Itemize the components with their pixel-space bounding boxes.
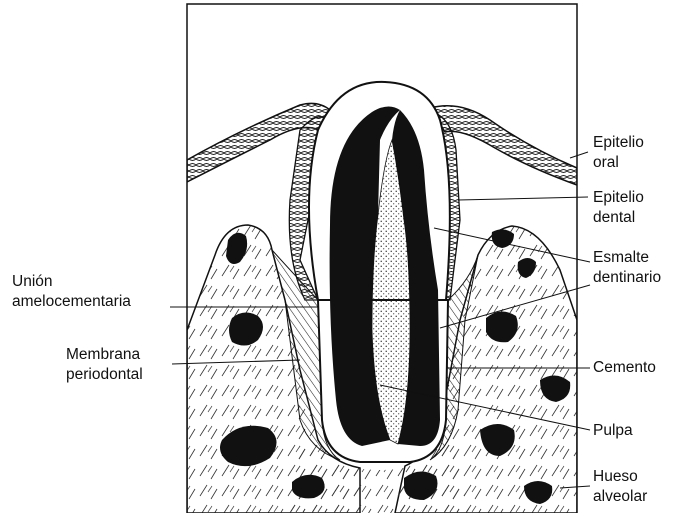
label-line: alveolar <box>593 487 647 507</box>
label-line: Hueso <box>593 467 647 487</box>
leader-epitelio-oral <box>570 152 588 158</box>
label-line: oral <box>593 153 644 173</box>
label-line: Epitelio <box>593 188 644 208</box>
label-membrana-periodontal: Membrana periodontal <box>66 345 143 385</box>
label-line: amelocementaria <box>12 292 131 312</box>
label-line: Unión <box>12 272 131 292</box>
label-union-amelocementaria: Unión amelocementaria <box>12 272 131 312</box>
label-cemento: Cemento <box>593 358 656 378</box>
label-line: Epitelio <box>593 133 644 153</box>
label-pulpa: Pulpa <box>593 421 633 441</box>
label-epitelio-dental: Epitelio dental <box>593 188 644 228</box>
label-line: dentinario <box>593 268 661 288</box>
label-line: Membrana <box>66 345 143 365</box>
label-line: dental <box>593 208 644 228</box>
label-line: Esmalte <box>593 248 661 268</box>
label-esmalte-dentinario: Esmalte dentinario <box>593 248 661 288</box>
label-epitelio-oral: Epitelio oral <box>593 133 644 173</box>
leader-epitelio-dental <box>458 197 588 200</box>
label-hueso-alveolar: Hueso alveolar <box>593 467 647 507</box>
label-line: periodontal <box>66 365 143 385</box>
